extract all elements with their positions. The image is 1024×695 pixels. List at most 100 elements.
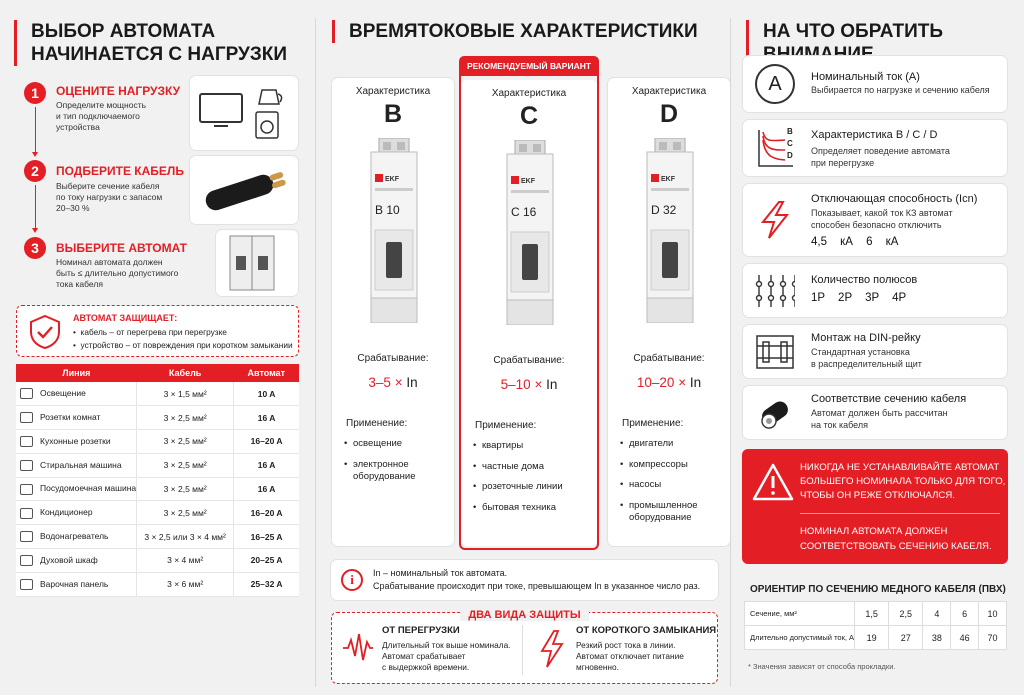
breaker-cell: 16–20 A bbox=[233, 500, 299, 526]
attention-poles: Количество полюсов 1P 2P 3P 4P bbox=[743, 264, 1007, 317]
letter-a-icon: A bbox=[755, 64, 795, 104]
protects-title: АВТОМАТ ЗАЩИЩАЕТ: bbox=[73, 313, 178, 323]
step-arrow bbox=[32, 185, 38, 233]
cable-cell: 3 × 1,5 мм² bbox=[136, 382, 234, 407]
rating-label: C 16 bbox=[511, 205, 537, 219]
section-cell: 2,5 bbox=[888, 601, 924, 626]
note-line-1: In – номинальный ток автомата. bbox=[373, 568, 508, 578]
char-label: Характеристика bbox=[631, 86, 707, 97]
breaker-cell: 16–25 A bbox=[233, 524, 299, 550]
row-title: Монтаж на DIN-рейку bbox=[811, 332, 921, 344]
attention-breaking-capacity: Отключающая способность (Icn) Показывает… bbox=[743, 184, 1007, 256]
row-title: Количество полюсов bbox=[811, 274, 918, 286]
info-icon: i bbox=[341, 569, 363, 591]
bulb-icon bbox=[20, 388, 33, 400]
breaker-cell: 20–25 A bbox=[233, 548, 299, 573]
char-letter: B bbox=[383, 100, 403, 128]
breaker-image: EKF B 10 bbox=[370, 138, 418, 323]
breaker-image: EKF C 16 bbox=[506, 140, 554, 325]
ac-icon bbox=[20, 507, 33, 519]
heater-icon bbox=[20, 531, 33, 543]
trigger-label: Срабатывание: bbox=[357, 353, 429, 364]
cable-cell: 3 × 6 мм² bbox=[136, 572, 234, 597]
application-item: освещение bbox=[344, 438, 448, 450]
cable-cell: 3 × 2,5 мм² bbox=[136, 453, 234, 478]
protection-divider bbox=[522, 625, 523, 675]
step-1-number: 1 bbox=[24, 82, 46, 104]
overload-title: ОТ ПЕРЕГРУЗКИ bbox=[382, 625, 460, 636]
application-item: двигатели bbox=[620, 438, 724, 450]
breaker-cell: 16 A bbox=[233, 477, 299, 502]
cable-cell: 3 × 2,5 мм² bbox=[136, 500, 234, 526]
current-cell: 38 bbox=[922, 625, 952, 650]
breaker-image: EKF D 32 bbox=[646, 138, 694, 323]
protects-box: АВТОМАТ ЗАЩИЩАЕТ: • кабель – от перегрев… bbox=[16, 305, 299, 357]
note-box: i In – номинальный ток автомата. Срабаты… bbox=[331, 560, 718, 600]
breaker-cell: 16 A bbox=[233, 453, 299, 478]
trigger-value: 5–10 × In bbox=[500, 377, 558, 392]
overload-wave-icon bbox=[343, 633, 373, 661]
trigger-label: Срабатывание: bbox=[633, 353, 705, 364]
left-title-line1: ВЫБОР АВТОМАТА bbox=[31, 21, 216, 42]
line-cell: Розетки комнат bbox=[16, 405, 137, 431]
line-cell: Кондиционер bbox=[16, 500, 137, 526]
section-cell: 1,5 bbox=[854, 601, 890, 626]
apply-label: Применение: bbox=[622, 418, 684, 429]
application-item: розеточные линии bbox=[473, 481, 591, 493]
brand-label: EKF bbox=[661, 176, 676, 183]
char-label: Характеристика bbox=[355, 86, 431, 97]
left-title: ВЫБОР АВТОМАТА НАЧИНАЕТСЯ С НАГРУЗКИ bbox=[14, 20, 287, 66]
poles-icon bbox=[755, 274, 795, 307]
application-item: бытовая техника bbox=[473, 502, 591, 514]
trigger-value: 3–5 × In bbox=[368, 375, 418, 390]
char-label: Характеристика bbox=[491, 88, 567, 99]
attention-rated-current: A Номинальный ток (А) Выбирается по нагр… bbox=[743, 56, 1007, 112]
oven-icon bbox=[20, 555, 33, 567]
row-title: Отключающая способность (Icn) bbox=[811, 193, 978, 205]
breaker-photo-card bbox=[216, 230, 298, 296]
line-cell: Посудомоечная машина bbox=[16, 477, 137, 502]
divider bbox=[730, 18, 731, 687]
application-item: промышленное оборудование bbox=[620, 500, 724, 524]
line-cell: Водонагреватель bbox=[16, 524, 137, 550]
col-header-line: Линия bbox=[16, 364, 137, 382]
cable-cell: 3 × 4 мм² bbox=[136, 548, 234, 573]
short-title: ОТ КОРОТКОГО ЗАМЫКАНИЯ bbox=[576, 625, 717, 636]
curve-chart-icon bbox=[758, 130, 793, 167]
tv-kettle-washer-icon bbox=[199, 89, 283, 139]
line-cell: Освещение bbox=[16, 382, 137, 407]
breaker-cell: 25–32 A bbox=[233, 572, 299, 597]
characteristic-c-column: Характеристика C EKF C 16 Срабатывание: … bbox=[461, 80, 597, 546]
warning-icon bbox=[752, 463, 794, 501]
char-letter: C bbox=[519, 102, 539, 130]
cable-cell: 3 × 2,5 мм² bbox=[136, 477, 234, 502]
recommended-frame bbox=[459, 74, 599, 550]
characteristic-b-column: Характеристика B EKF B 10 Срабатывание: … bbox=[332, 78, 454, 546]
brand-label: EKF bbox=[385, 176, 400, 183]
shield-check-icon bbox=[30, 314, 60, 350]
socket-icon bbox=[20, 436, 33, 448]
current-cell: 19 bbox=[854, 625, 890, 650]
hob-icon bbox=[20, 578, 33, 590]
attention-din-rail: Монтаж на DIN-рейку Стандартная установк… bbox=[743, 325, 1007, 378]
char-letter: D bbox=[659, 100, 679, 128]
line-cell: Духовой шкаф bbox=[16, 548, 137, 573]
overload-text: Длительный ток выше номинала.Автомат сра… bbox=[382, 640, 511, 672]
